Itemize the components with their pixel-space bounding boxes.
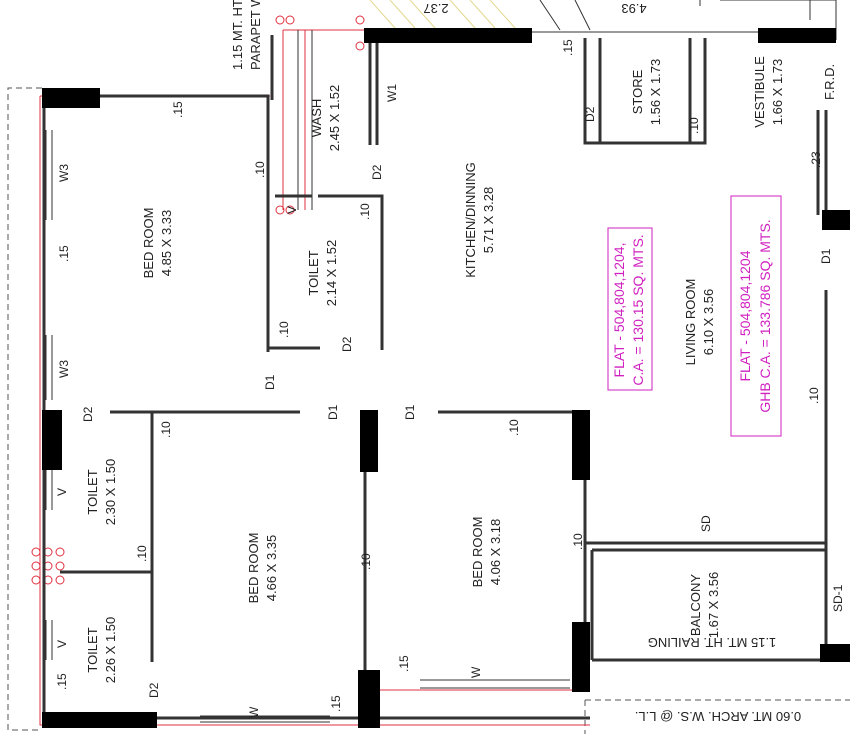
outer-boundary [7, 87, 850, 734]
mark-sd: SD [699, 515, 713, 532]
frd-note: F.R.D. [822, 64, 837, 100]
mark-10-toilet1b: .10 [277, 321, 291, 338]
bed-room-1-name: BED ROOM [141, 208, 156, 279]
toilet-3-name: TOILET [85, 627, 100, 672]
mark-15-bottomleft: .15 [55, 673, 69, 690]
mark-15-left: .15 [57, 245, 71, 262]
bed-room-3-size: 4.06 X 3.18 [488, 519, 503, 586]
wash-name: WASH [309, 99, 324, 138]
bed-room-2-size: 4.66 X 3.35 [264, 535, 279, 602]
mark-23: .23 [809, 151, 823, 168]
hatch-area [369, 0, 516, 29]
mark-v-toilet1: V [285, 206, 299, 214]
mark-10-store: .10 [687, 117, 701, 134]
mark-d1-vestibule: D1 [819, 248, 833, 264]
railing-note: 1.15 MT. HT. RAILING [648, 635, 777, 650]
mark-d1-bed2: D1 [326, 404, 340, 420]
vestibule-name: VESTIBULE [752, 56, 767, 128]
mark-10-toilet1: .10 [358, 203, 372, 220]
kitchen-name: KITCHEN/DINNING [463, 162, 478, 278]
mark-10-bed3: .10 [507, 419, 521, 436]
living-size: 6.10 X 3.56 [701, 289, 716, 356]
parapet-note-2: PARAPET WA [248, 0, 263, 70]
toilet-3-size: 2.26 X 1.50 [103, 617, 118, 684]
bed-room-2-name: BED ROOM [246, 533, 261, 604]
mark-d2-toilet2: D2 [81, 406, 95, 422]
marks: W1 W3 W3 W W V V V D2 D2 D2 D2 D2 D1 D1 … [55, 39, 845, 718]
mark-d1-bed3: D1 [403, 404, 417, 420]
toilet-1-name: TOILET [306, 250, 321, 295]
mark-w3-top: W3 [57, 164, 71, 182]
mark-10-toilet2: .10 [159, 421, 173, 438]
mark-w-bottom: W [247, 706, 261, 718]
walls [42, 0, 837, 725]
bed-room-3-name: BED ROOM [470, 517, 485, 588]
store-size: 1.56 X 1.73 [648, 59, 663, 126]
vestibule-size: 1.66 X 1.73 [770, 59, 785, 126]
balcony-size: 1.67 X 3.56 [706, 572, 721, 639]
mark-10-bed2: .10 [359, 553, 373, 570]
mark-d2-wash: D2 [370, 164, 384, 180]
flat-area-labels: FLAT - 504,804,1204, C.A. = 130.15 SQ. M… [607, 195, 782, 437]
arch-note: 0.60 MT. ARCH. W.S. @ L.L. [635, 709, 801, 724]
mark-sd1: SD-1 [831, 584, 845, 612]
top-dimension-1: 2.37 [423, 1, 448, 16]
mark-15-top: .15 [561, 39, 575, 56]
mark-v-toilet3: V [55, 640, 69, 648]
mark-10-bed3b: .10 [571, 533, 585, 550]
kitchen-size: 5.71 X 3.28 [481, 187, 496, 254]
mark-d2-toilet1: D2 [340, 336, 354, 352]
toilet-2-name: TOILET [85, 469, 100, 514]
living-name: LIVING ROOM [683, 279, 698, 366]
top-dimension-2: 4.93 [621, 1, 646, 16]
wash-size: 2.45 X 1.52 [327, 85, 342, 152]
flat-label-b-line2: GHB C.A. = 133.786 SQ. MTS. [757, 219, 773, 412]
parapet-note-1: 1.15 MT. HT. [230, 0, 245, 70]
mark-d1-bed1: D1 [263, 374, 277, 390]
mark-d2-toilet3: D2 [147, 682, 161, 698]
mark-v-toilet2: V [55, 488, 69, 496]
mark-15-bed3: .15 [397, 655, 411, 672]
mark-w-bedroom3: W [469, 666, 483, 678]
mark-15-bed2: .15 [329, 695, 343, 712]
mark-10-wash: .10 [253, 161, 267, 178]
balcony-name: BALCONY [688, 574, 703, 636]
mark-w1: W1 [385, 84, 399, 102]
flat-label-a-line2: C.A. = 130.15 SQ. MTS. [630, 234, 646, 385]
toilet-2-size: 2.30 X 1.50 [103, 459, 118, 526]
mark-d2-store: D2 [583, 106, 597, 122]
bed-room-1-size: 4.85 X 3.33 [159, 210, 174, 277]
notes: 1.15 MT. HT. PARAPET WA 2.37 4.93 F.R.D.… [230, 0, 837, 724]
store-name: STORE [630, 69, 645, 114]
mark-w3-mid: W3 [57, 360, 71, 378]
flat-label-b-line1: FLAT - 504,804,1204 [737, 250, 753, 381]
room-labels: BED ROOM 4.85 X 3.33 WASH 2.45 X 1.52 TO… [85, 56, 785, 683]
flat-label-a-line1: FLAT - 504,804,1204, [611, 243, 627, 378]
mark-10-living: .10 [807, 387, 821, 404]
mark-10-toilet3: .10 [135, 545, 149, 562]
columns [42, 28, 850, 728]
mark-15-bed1: .15 [171, 101, 185, 118]
toilet-1-size: 2.14 X 1.52 [324, 240, 339, 307]
